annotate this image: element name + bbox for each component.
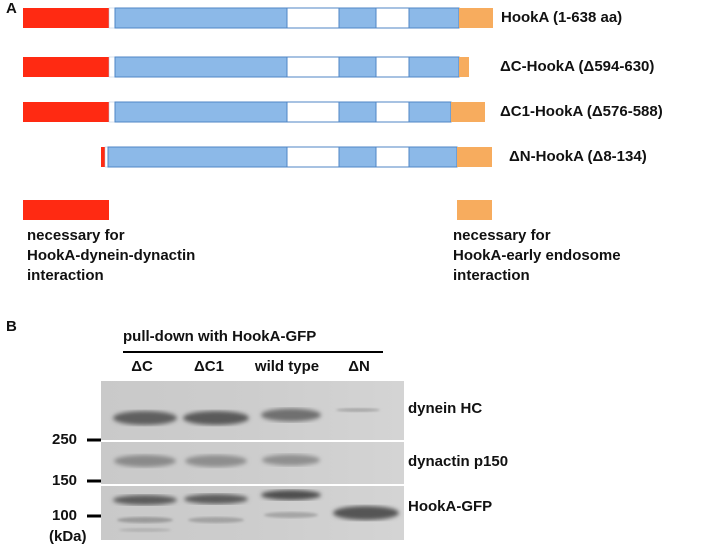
marker-label-100: 100: [52, 507, 78, 524]
construct-delta-c: [23, 56, 469, 78]
construct-delta-n: [101, 146, 492, 168]
construct-delta-c1: [23, 101, 485, 123]
legend-orange-text: necessary for HookA-early endosome inter…: [453, 227, 621, 284]
row-label-dynein-hc: dynein HC: [408, 400, 483, 417]
c-terminal-orange-domain: [459, 8, 493, 28]
n-terminal-red-domain: [23, 8, 109, 28]
blot-strip-hooka-gfp: [101, 486, 404, 540]
legend-red-text: necessary for HookA-dynein-dynactin inte…: [27, 227, 196, 284]
pulldown-title-underline: [123, 351, 383, 353]
construct-label-hooka: HookA (1-638 aa): [501, 9, 623, 26]
lane-label-wild-type: wild type: [254, 358, 320, 375]
marker-label-150: 150: [52, 472, 78, 489]
lane-label-delta-c1: ΔC1: [194, 358, 224, 375]
lane-label-delta-c: ΔC: [131, 358, 153, 375]
pulldown-title: pull-down with HookA-GFP: [123, 328, 317, 345]
blot-strip-dynein: [101, 381, 404, 440]
legend-red-swatch: [23, 200, 109, 220]
construct-label-delta-c1: ΔC1-HookA (Δ576-588): [500, 103, 663, 120]
construct-diagram: [23, 7, 493, 220]
row-label-dynactin-p150: dynactin p150: [408, 453, 509, 470]
panel-b-letter: B: [6, 318, 17, 335]
construct-hooka: [23, 7, 493, 29]
construct-label-delta-n: ΔN-HookA (Δ8-134): [509, 148, 647, 165]
blot-strip-dynactin: [101, 442, 404, 484]
row-label-hooka-gfp: HookA-GFP: [408, 498, 493, 515]
panel-a-letter: A: [6, 0, 17, 17]
lane-label-delta-n: ΔN: [348, 358, 370, 375]
marker-unit: (kDa): [49, 528, 87, 545]
construct-label-delta-c: ΔC-HookA (Δ594-630): [500, 58, 655, 75]
marker-label-250: 250: [52, 431, 78, 448]
legend-orange-swatch: [457, 200, 492, 220]
